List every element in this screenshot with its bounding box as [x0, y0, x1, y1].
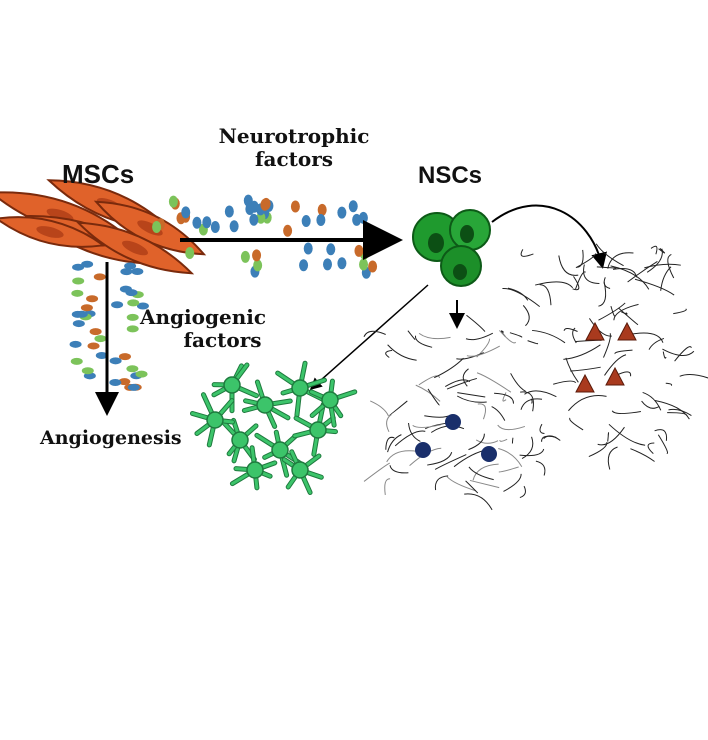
nsc-to-neuron-arrow	[492, 206, 602, 265]
msc-label: MSCs	[62, 160, 134, 190]
nsc-to-astrocyte-arrow	[312, 285, 428, 388]
angiogenic-factors-label: Angiogenic factors	[140, 306, 265, 352]
neurotrophic-line1: Neurotrophic	[214, 125, 374, 148]
neurotrophic-line2: factors	[214, 148, 374, 171]
neuron-icon	[502, 244, 708, 470]
angiogenic-factor-particles	[70, 261, 149, 391]
nsc-label: NSCs	[418, 162, 482, 190]
angiogenesis-label: Angiogenesis	[40, 428, 182, 450]
neurotrophic-factors-label: Neurotrophic factors	[214, 125, 374, 171]
nsc-cluster-icon	[413, 210, 490, 286]
astrocyte-icon	[192, 363, 354, 492]
angiogenic-line1: Angiogenic	[140, 306, 265, 329]
oligodendrocyte-icon	[364, 315, 565, 510]
angiogenic-line2: factors	[180, 329, 265, 352]
